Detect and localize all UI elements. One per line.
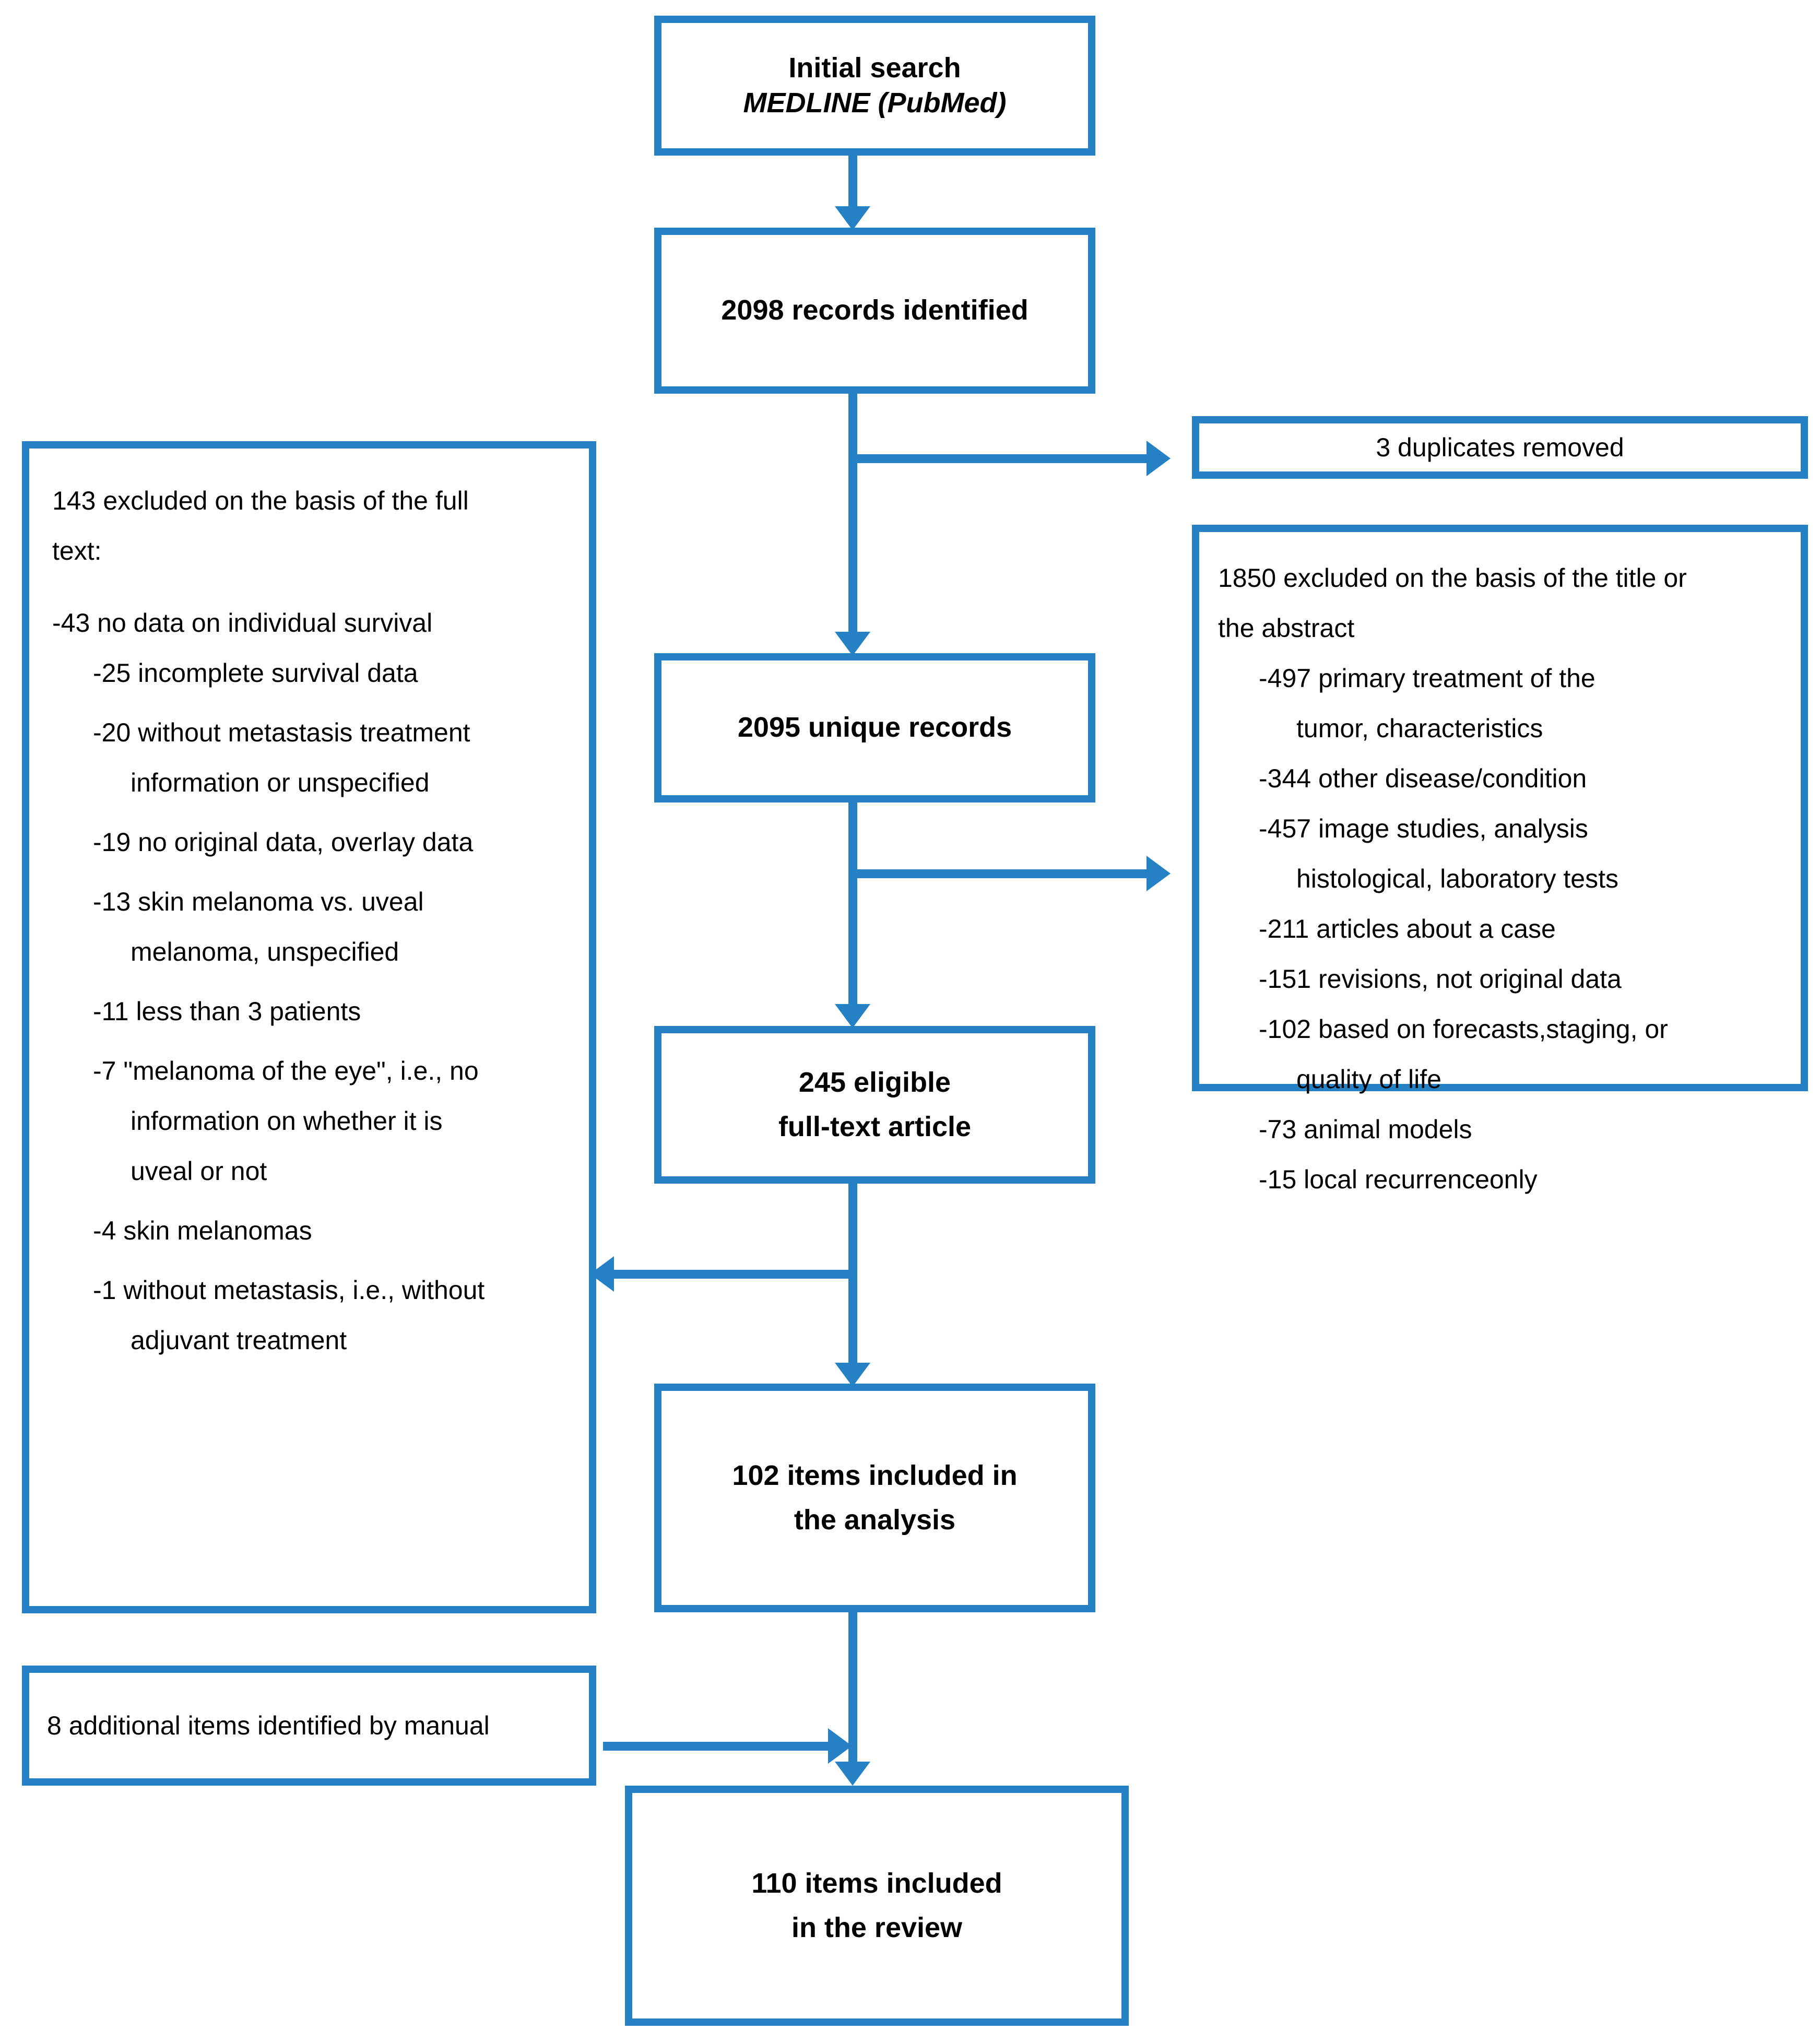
eligible-type-label: full-text article — [778, 1111, 972, 1142]
connector-manual-to-trunk — [603, 1742, 833, 1751]
ta-item-102-line2: quality of life — [1296, 1065, 1441, 1094]
connector-initial-to-records — [848, 155, 857, 212]
connector-records-trunk — [848, 393, 857, 638]
ta-item-102-line1: -102 based on forecasts,staging, or — [1259, 1014, 1668, 1044]
review-count-label: 110 items included — [751, 1867, 1002, 1899]
ta-item-73: -73 animal models — [1259, 1115, 1472, 1144]
eligible-count-label: 245 eligible — [798, 1066, 951, 1098]
ft-item-13-line1: -13 skin melanoma vs. uveal — [93, 887, 424, 916]
ft-item-25: -25 incomplete survival data — [93, 658, 418, 688]
analysis-count-label: 102 items included in — [732, 1459, 1018, 1491]
ta-item-497-line1: -497 primary treatment of the — [1259, 664, 1596, 693]
connector-records-to-duplicates — [848, 454, 1151, 463]
connector-eligible-to-fulltext — [613, 1270, 854, 1279]
node-unique-records: 2095 unique records — [654, 653, 1095, 802]
ta-item-15: -15 local recurrenceonly — [1259, 1165, 1538, 1194]
connector-eligible-trunk — [848, 1183, 857, 1378]
unique-records-label: 2095 unique records — [737, 712, 1012, 743]
spacer — [52, 1256, 566, 1265]
node-manual-items: 8 additional items identified by manual — [22, 1666, 596, 1786]
ta-item-151: -151 revisions, not original data — [1259, 964, 1622, 994]
arrow-right-duplicates — [1147, 441, 1171, 476]
arrow-right-merge — [828, 1728, 852, 1764]
arrow-down-review — [835, 1762, 870, 1786]
ta-heading-line2: the abstract — [1218, 613, 1355, 643]
connector-unique-trunk — [848, 801, 857, 1010]
panel-excluded-fulltext: 143 excluded on the basis of the full te… — [22, 441, 596, 1613]
ta-heading-line1: 1850 excluded on the basis of the title … — [1218, 563, 1687, 593]
ft-heading-line1: 143 excluded on the basis of the full — [52, 486, 469, 515]
node-records-identified: 2098 records identified — [654, 228, 1095, 394]
node-initial-search: Initial search MEDLINE (PubMed) — [654, 16, 1095, 156]
arrow-down-unique — [835, 632, 870, 656]
records-identified-label: 2098 records identified — [721, 294, 1029, 326]
spacer — [52, 1036, 566, 1046]
spacer — [52, 977, 566, 986]
ta-item-457-line2: histological, laboratory tests — [1296, 864, 1618, 893]
spacer — [52, 1196, 566, 1206]
ta-item-344: -344 other disease/condition — [1259, 764, 1587, 793]
arrow-down-records — [835, 206, 870, 230]
initial-search-title: Initial search — [788, 52, 961, 84]
panel-excluded-title-abstract: 1850 excluded on the basis of the title … — [1192, 525, 1808, 1194]
ta-item-457-line1: -457 image studies, analysis — [1259, 814, 1588, 843]
spacer — [52, 808, 566, 817]
spacer — [52, 698, 566, 707]
ft-item-20-line2: information or unspecified — [131, 768, 430, 797]
spacer — [52, 867, 566, 877]
manual-items-label: 8 additional items identified by manual — [47, 1710, 490, 1740]
analysis-target-label: the analysis — [794, 1504, 956, 1536]
node-included-review: 110 items included in the review — [625, 1786, 1129, 2026]
ft-item-19: -19 no original data, overlay data — [93, 828, 474, 857]
ft-item-20-line1: -20 without metastasis treatment — [93, 718, 470, 747]
ft-item-7-line2: information on whether it is — [131, 1106, 443, 1136]
ft-item-1-line1: -1 without metastasis, i.e., without — [93, 1276, 485, 1305]
ft-item-1-line2: adjuvant treatment — [131, 1326, 347, 1355]
ft-item-4: -4 skin melanomas — [93, 1216, 312, 1245]
ft-item-7-line1: -7 "melanoma of the eye", i.e., no — [93, 1056, 479, 1085]
node-eligible-fulltext: 245 eligible full-text article — [654, 1026, 1095, 1184]
spacer — [52, 576, 566, 598]
ta-item-497-line2: tumor, characteristics — [1296, 714, 1543, 743]
ft-item-43: -43 no data on individual survival — [52, 608, 433, 638]
node-included-analysis: 102 items included in the analysis — [654, 1384, 1095, 1612]
ft-item-7-line3: uveal or not — [131, 1156, 267, 1186]
arrow-down-analysis — [835, 1363, 870, 1387]
initial-search-database: MEDLINE (PubMed) — [743, 87, 1007, 119]
arrow-down-eligible — [835, 1004, 870, 1028]
duplicates-removed-label: 3 duplicates removed — [1376, 432, 1624, 462]
node-duplicates-removed: 3 duplicates removed — [1192, 416, 1808, 479]
ft-heading-line2: text: — [52, 536, 102, 565]
connector-unique-to-titleabstract — [848, 869, 1151, 878]
arrow-right-titleabstract — [1147, 856, 1171, 891]
ta-item-211: -211 articles about a case — [1259, 914, 1556, 943]
review-target-label: in the review — [791, 1912, 963, 1943]
ft-item-13-line2: melanoma, unspecified — [131, 937, 399, 966]
ft-item-11: -11 less than 3 patients — [93, 997, 361, 1026]
